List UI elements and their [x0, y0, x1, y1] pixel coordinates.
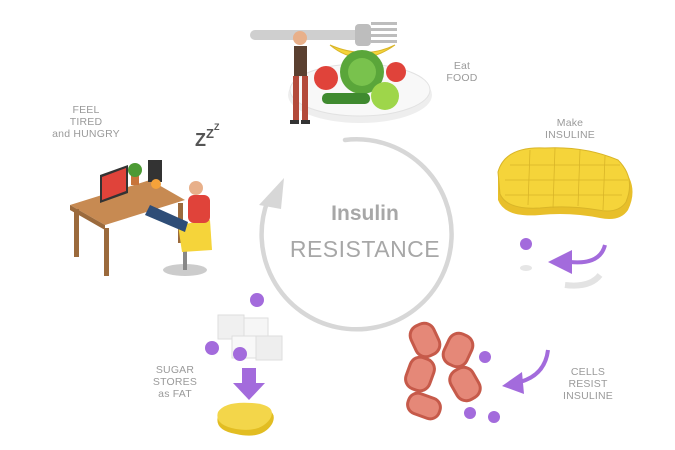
label-feel-line1: FEEL	[72, 104, 100, 116]
insulin-dot	[520, 238, 532, 250]
center-title-line1: Insulin	[331, 202, 399, 225]
zzz-1: Z	[195, 130, 206, 150]
cells-icon	[404, 321, 500, 423]
label-make-insuline: Make INSULINE	[530, 117, 610, 141]
label-make-line2: INSULINE	[544, 129, 596, 141]
desk-scene-icon	[70, 160, 212, 276]
cycle-arrow	[259, 137, 454, 332]
label-sugar-stores-as-fat: SUGAR STORES as FAT	[140, 364, 210, 400]
sleep-zzz-icon: ZZZ	[195, 122, 219, 151]
label-feel-tired-hungry: FEEL TIRED and HUNGRY	[36, 104, 136, 140]
sugar-cube-icon	[205, 293, 283, 361]
center-title-line2: RESISTANCE	[289, 236, 441, 262]
label-feel-line3: and HUNGRY	[52, 128, 120, 140]
label-store-line2: STORES	[152, 376, 198, 388]
label-eat-line1: Eat	[453, 60, 471, 72]
zzz-2: Z	[206, 126, 214, 141]
arrow-make-to-resist-icon	[548, 244, 607, 274]
arrow-resist-icon	[502, 349, 550, 394]
arrow-down-icon	[233, 368, 265, 400]
label-feel-line2: TIRED	[69, 116, 103, 128]
person-icon	[290, 31, 310, 124]
label-resist-line1: CELLS	[570, 366, 606, 378]
fat-icon	[217, 402, 274, 436]
label-eat-line2: FOOD	[446, 72, 478, 84]
label-cells-resist-insuline: CELLS RESIST INSULINE	[548, 366, 628, 402]
label-make-line1: Make	[556, 117, 584, 129]
zzz-3: Z	[213, 122, 220, 132]
label-resist-line3: INSULINE	[562, 390, 614, 402]
label-eat-food: Eat FOOD	[432, 60, 492, 84]
label-store-line1: SUGAR	[155, 364, 195, 376]
label-store-line3: as FAT	[158, 388, 192, 400]
label-resist-line2: RESIST	[568, 378, 608, 390]
food-plate-icon	[250, 22, 432, 123]
pancreas-icon	[497, 147, 633, 219]
fork-icon	[250, 22, 397, 46]
